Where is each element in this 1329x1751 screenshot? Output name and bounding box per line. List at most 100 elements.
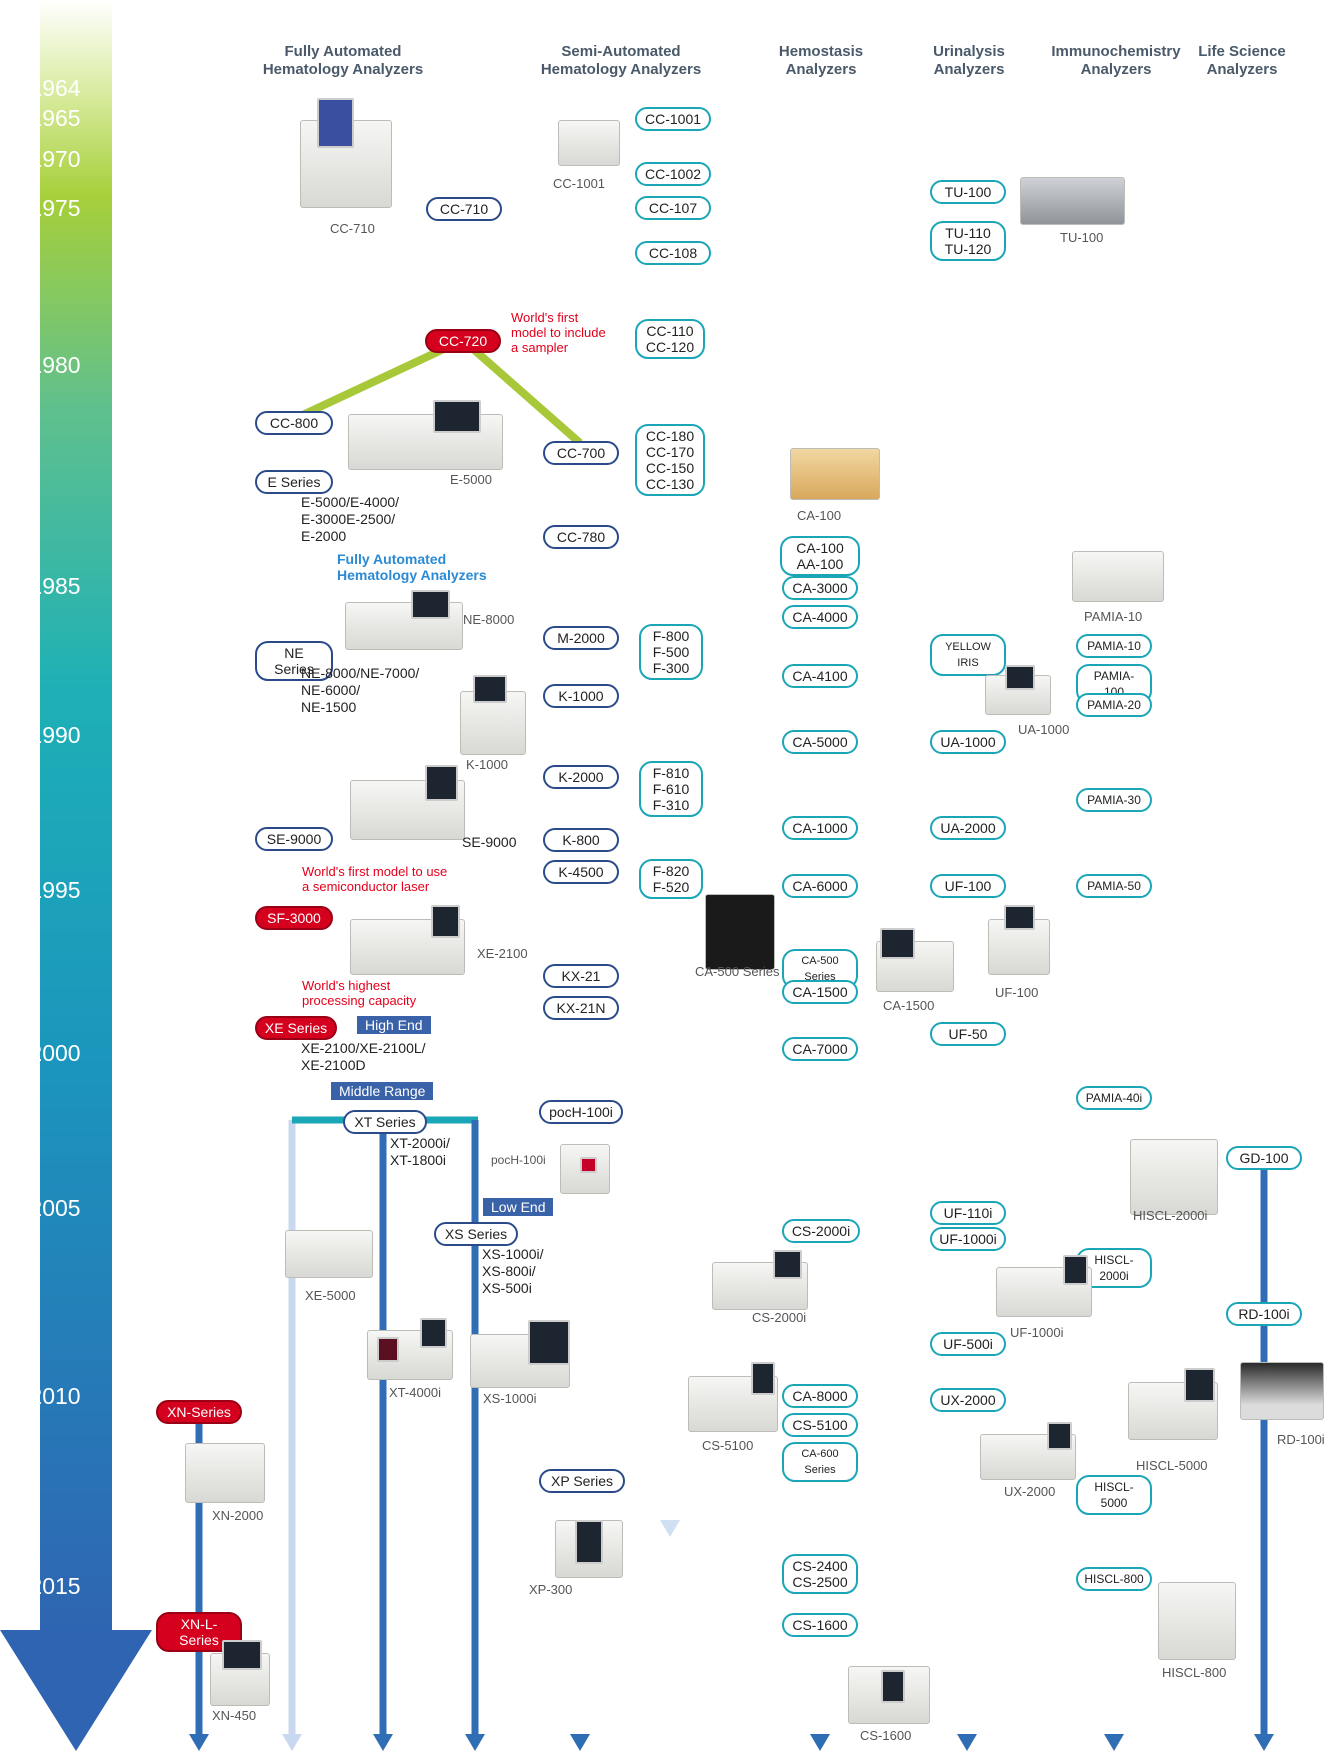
model-f-800-500-300: F-800 F-500 F-300 (639, 624, 703, 680)
model-ca-7000: CA-7000 (782, 1037, 858, 1061)
column-header-immunochemistry: Immunochemistry Analyzers (1051, 43, 1181, 78)
xs-series-models: XS-1000i/ XS-800i/ XS-500i (482, 1246, 544, 1296)
device-image-hiscl-5000 (1128, 1368, 1218, 1440)
device-image-xt-4000i (367, 1318, 453, 1380)
device-image-xn-450 (210, 1640, 270, 1706)
model-xt-series: XT Series (343, 1110, 427, 1134)
device-image-tu-100 (1020, 165, 1125, 225)
model-ua-1000: UA-1000 (930, 730, 1006, 754)
caption-ca-1500: CA-1500 (883, 998, 935, 1013)
model-tu-100: TU-100 (930, 180, 1006, 204)
caption-ca-100: CA-100 (797, 508, 842, 523)
year-label: 2005 (29, 1195, 81, 1221)
note-xe-series: World's highest processing capacity (302, 978, 417, 1008)
caption-hiscl-5000: HISCL-5000 (1136, 1458, 1208, 1473)
model-sf-3000: SF-3000 (255, 906, 333, 930)
model-pamia-30: PAMIA-30 (1076, 788, 1152, 812)
device-image-rd-100i (1240, 1348, 1324, 1420)
model-cc-1002: CC-1002 (635, 162, 711, 186)
caption-cs-1600: CS-1600 (860, 1728, 912, 1743)
model-pamia-10: PAMIA-10 (1076, 634, 1152, 658)
caption-hiscl-2000i: HISCL-2000i (1133, 1208, 1208, 1223)
xe-series-models: XE-2100/XE-2100L/ XE-2100D (301, 1040, 426, 1073)
device-image-uf-100 (988, 905, 1050, 975)
device-image-ca-1500 (876, 928, 954, 992)
model-m-2000: M-2000 (543, 626, 619, 650)
device-image-xe-2100 (350, 905, 465, 975)
label-middle-range: Middle Range (331, 1082, 434, 1100)
model-poch-100i: pocH-100i (539, 1100, 623, 1124)
model-k-2000: K-2000 (543, 765, 619, 789)
model-ca-5000: CA-5000 (782, 730, 858, 754)
caption-se-9000: SE-9000 (462, 834, 517, 850)
caption-xn-2000: XN-2000 (212, 1508, 264, 1523)
model-e-series: E Series (255, 470, 333, 494)
column-header-fully-automated: Fully Automated Hematology Analyzers (262, 43, 424, 78)
label-fully-automated: Fully Automated Hematology Analyzers (337, 551, 487, 583)
caption-cc-1001: CC-1001 (553, 176, 606, 191)
caption-tu-100: TU-100 (1060, 230, 1104, 245)
model-cc-180-130: CC-180 CC-170 CC-150 CC-130 (635, 424, 705, 496)
year-label: 1970 (29, 146, 81, 172)
year-label: 2010 (29, 1383, 81, 1409)
model-ca-600-series: CA-600 Series (782, 1442, 858, 1482)
device-image-xe-5000 (285, 1218, 373, 1278)
device-image-ca-500 (705, 885, 775, 970)
device-image-cs-2000i (712, 1250, 808, 1310)
model-ca-1000: CA-1000 (782, 816, 858, 840)
device-image-hiscl-800 (1158, 1562, 1236, 1660)
model-se-9000: SE-9000 (255, 827, 333, 851)
model-ca-8000: CA-8000 (782, 1384, 858, 1408)
model-ca-4100: CA-4100 (782, 664, 858, 688)
xt-series-models: XT-2000i/ XT-1800i (390, 1135, 450, 1168)
e-series-models: E-5000/E-4000/ E-3000E-2500/ E-2000 (301, 494, 400, 544)
device-image-xp-300 (555, 1506, 623, 1578)
model-uf-500i: UF-500i (930, 1332, 1006, 1356)
caption-k-1000: K-1000 (466, 757, 508, 772)
year-label: 1964 (29, 75, 81, 101)
model-k-1000: K-1000 (543, 684, 619, 708)
device-image-e-5000 (348, 400, 503, 470)
model-k-4500: K-4500 (543, 860, 619, 884)
model-ux-2000: UX-2000 (930, 1388, 1006, 1412)
model-gd-100: GD-100 (1226, 1146, 1302, 1170)
device-image-hiscl-2000i (1130, 1120, 1218, 1215)
year-bar-arrow (0, 1630, 152, 1751)
device-image-cc-1001 (558, 108, 620, 166)
model-yellow-iris: YELLOW IRIS (930, 634, 1006, 676)
model-k-800: K-800 (543, 828, 619, 852)
year-bar (40, 0, 112, 1640)
model-cs-2000i: CS-2000i (782, 1219, 860, 1243)
label-high-end: High End (357, 1016, 431, 1034)
model-cc-780: CC-780 (543, 525, 619, 549)
device-image-k-1000 (460, 675, 526, 755)
caption-cs-5100: CS-5100 (702, 1438, 754, 1453)
model-cc-800: CC-800 (255, 411, 333, 435)
device-image-pamia-10 (1072, 538, 1164, 602)
model-ca-4000: CA-4000 (782, 605, 858, 629)
year-label: 1990 (29, 722, 81, 748)
device-image-cs-1600 (848, 1652, 930, 1724)
label-low-end: Low End (483, 1198, 554, 1216)
model-ca-6000: CA-6000 (782, 874, 858, 898)
model-uf-110i: UF-110i (930, 1201, 1006, 1225)
caption-e-5000: E-5000 (450, 472, 492, 487)
model-ne-series: NE Series (255, 641, 333, 681)
model-xs-series: XS Series (434, 1222, 518, 1246)
model-f-820-520: F-820 F-520 (639, 859, 703, 899)
caption-xp-300: XP-300 (529, 1582, 573, 1597)
column-header-urinalysis: Urinalysis Analyzers (933, 43, 1005, 78)
model-cc-1001: CC-1001 (635, 107, 711, 131)
model-cc-700: CC-700 (543, 441, 619, 465)
model-uf-50: UF-50 (930, 1022, 1006, 1046)
model-cc-710: CC-710 (426, 197, 502, 221)
model-ua-2000: UA-2000 (930, 816, 1006, 840)
caption-uf-100: UF-100 (995, 985, 1039, 1000)
model-uf-1000i: UF-1000i (930, 1227, 1006, 1251)
model-ca-100-aa-100: CA-100 AA-100 (780, 536, 860, 576)
column-header-hemostasis: Hemostasis Analyzers (778, 43, 864, 78)
year-label: 2000 (29, 1040, 81, 1066)
device-image-ne-8000 (345, 590, 463, 650)
model-ca-3000: CA-3000 (782, 576, 858, 600)
